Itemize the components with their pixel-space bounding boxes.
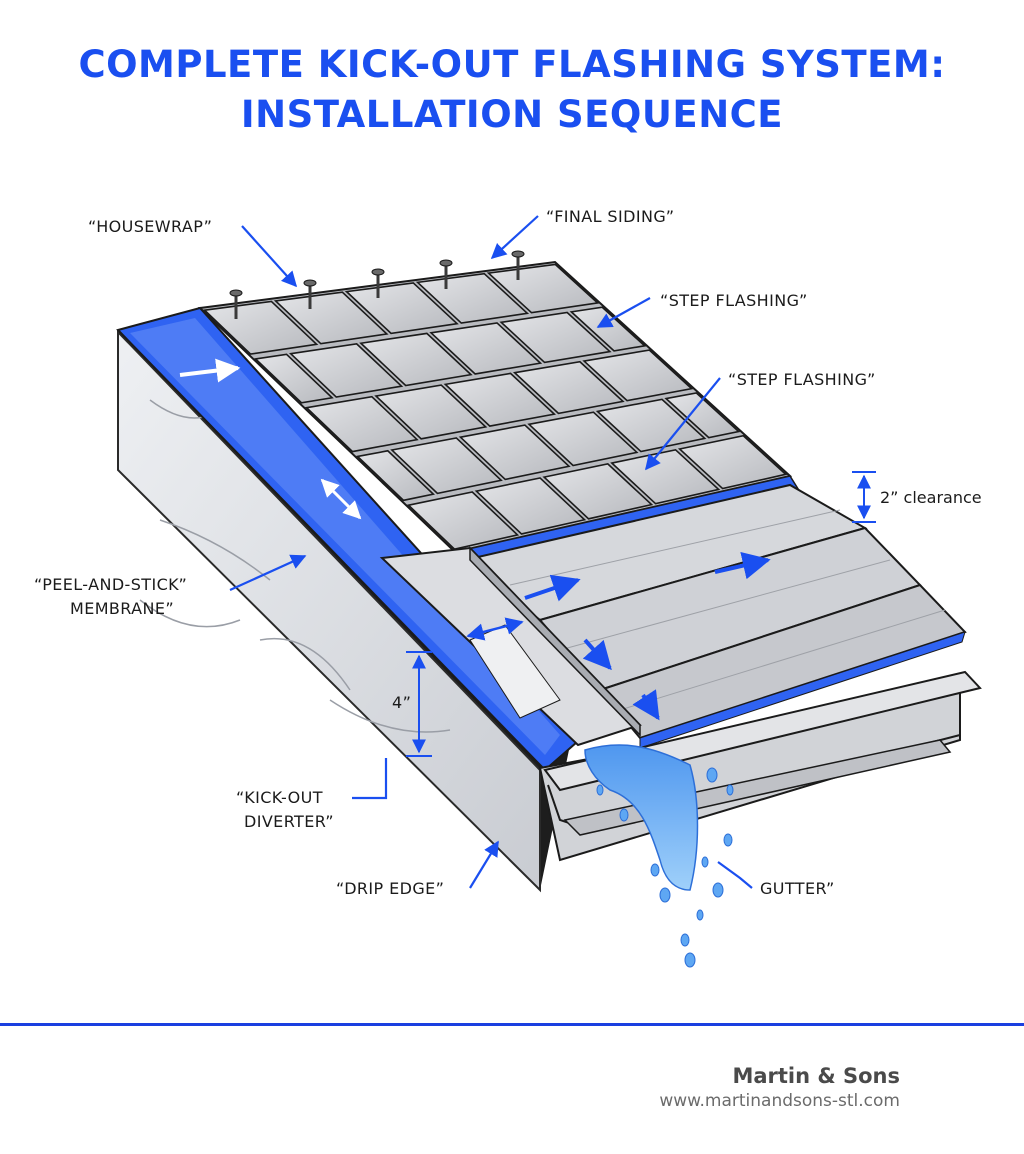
nail <box>371 268 385 298</box>
label-four-inch: 4” <box>392 693 411 712</box>
water-droplet <box>723 833 733 847</box>
label-kickout-line-2: DIVERTER” <box>244 812 334 831</box>
clearance-dimension <box>852 471 876 523</box>
label-final-siding: “FINAL SIDING” <box>546 207 674 226</box>
title-line-2: INSTALLATION SEQUENCE <box>240 93 784 136</box>
peel-and-stick-membrane <box>116 306 587 772</box>
siding-tile <box>443 372 557 427</box>
water-droplet <box>726 784 734 796</box>
siding-tile <box>304 395 419 453</box>
water-droplet <box>712 882 724 898</box>
water-droplet <box>684 952 696 968</box>
siding-tile <box>253 353 334 404</box>
siding-tile <box>595 398 707 453</box>
siding-tile <box>512 360 625 415</box>
siding-tile <box>374 384 488 440</box>
siding-tile <box>474 477 587 535</box>
nail <box>303 279 317 309</box>
siding-tile <box>344 282 459 335</box>
water-droplet <box>650 863 660 877</box>
title-line-1: COMPLETE KICK-OUT FLASHING SYSTEM: <box>78 43 946 86</box>
label-drip-edge: “DRIP EDGE” <box>336 879 444 898</box>
label-step-flashing-upper: “STEP FLASHING” <box>660 291 808 310</box>
label-gutter: GUTTER” <box>760 879 835 898</box>
water-flow-arrows <box>466 551 771 721</box>
siding-tile <box>429 322 543 375</box>
label-kickout-line-1: “KICK-OUT <box>236 788 323 807</box>
siding-tile <box>273 291 389 345</box>
label-clearance: 2” clearance <box>880 488 982 507</box>
siding-tile <box>390 437 503 495</box>
siding-tile <box>288 343 404 398</box>
label-membrane-line-1: “PEEL-AND-STICK” <box>34 575 187 594</box>
siding-tile <box>499 311 612 364</box>
diagram-title: COMPLETE KICK-OUT FLASHING SYSTEM: INSTA… <box>0 40 1024 140</box>
label-membrane-line-2: MEMBRANE” <box>70 599 174 618</box>
nail <box>439 259 453 289</box>
siding-tile <box>542 463 654 520</box>
siding-tile <box>406 491 520 550</box>
membrane-flow-arrow <box>179 358 241 383</box>
water-droplet <box>596 784 604 796</box>
siding-tile <box>202 300 319 355</box>
siding-tile <box>677 434 788 490</box>
company-url: www.martinandsons-stl.com <box>659 1091 900 1111</box>
water-droplet <box>696 909 704 921</box>
footer-divider <box>0 1023 1024 1026</box>
nails <box>229 250 525 319</box>
label-housewrap: “HOUSEWRAP” <box>88 217 212 236</box>
siding-tile <box>664 392 741 439</box>
leader-lines <box>229 215 753 889</box>
water-droplet <box>619 808 629 822</box>
water-droplet <box>680 933 690 947</box>
water-droplet <box>701 856 709 868</box>
membrane-overlap-arrow <box>320 478 362 520</box>
water-droplet <box>659 887 671 903</box>
company-name: Martin & Sons <box>732 1064 900 1088</box>
siding-tile <box>359 332 473 387</box>
siding-tile <box>569 306 647 352</box>
siding-tile <box>582 349 694 402</box>
siding-tile <box>486 263 600 314</box>
siding-tile <box>527 411 639 467</box>
wall-block <box>117 310 570 893</box>
four-inch-dimension <box>406 651 432 757</box>
siding-tile <box>458 424 571 481</box>
nail <box>511 250 525 280</box>
siding-shingle-grid <box>197 260 793 554</box>
siding-tile <box>355 449 435 502</box>
label-step-flashing-lower: “STEP FLASHING” <box>728 370 876 389</box>
water-droplet <box>706 767 718 783</box>
kick-out-diverter <box>379 546 642 747</box>
flashing-diagram: “HOUSEWRAP” “FINAL SIDING” “STEP FLASHIN… <box>34 207 982 968</box>
nail <box>229 289 243 319</box>
water-stream <box>584 744 734 968</box>
